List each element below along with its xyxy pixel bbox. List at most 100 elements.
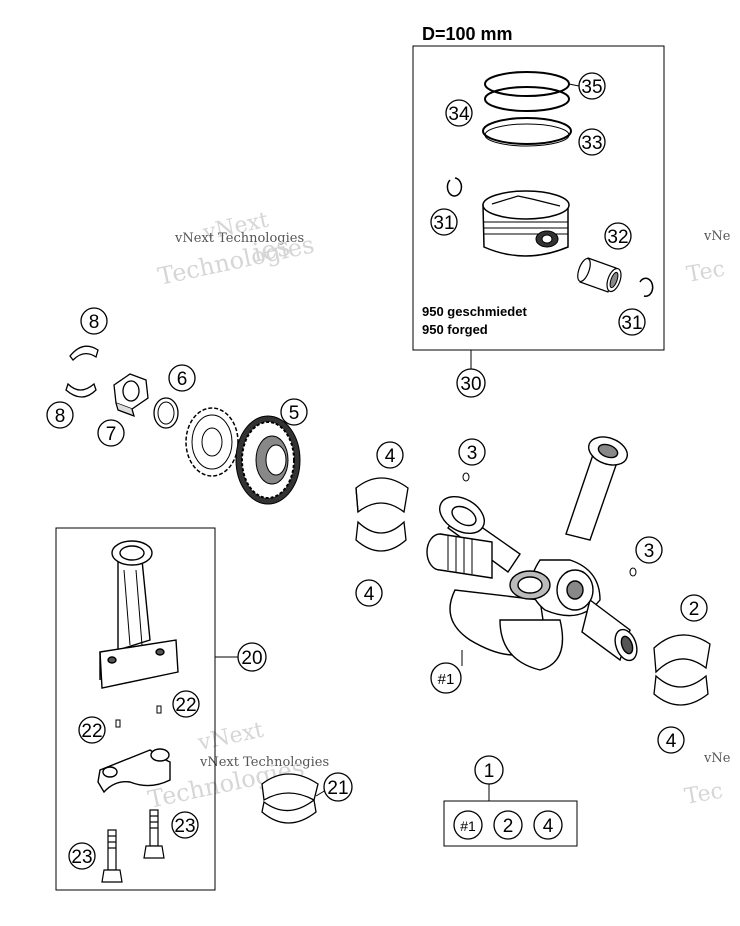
svg-text:20: 20 [241, 648, 262, 669]
callout-31-bottom: 31 [618, 308, 646, 336]
kit-item-2: 2 [493, 810, 523, 840]
callout-3-top: 3 [458, 438, 486, 466]
watermark-right: vNe Tec vNe Tec [683, 229, 731, 810]
callout-7: 7 [97, 419, 125, 447]
svg-text:4: 4 [364, 584, 375, 605]
callout-31-top: 31 [430, 208, 458, 236]
callout-23-left: 23 [68, 842, 96, 870]
callout-22-right: 22 [172, 690, 200, 718]
callout-4-right: 4 [657, 726, 685, 754]
bearing-shell-8-lower-icon [65, 382, 97, 398]
rod-bolt-right-icon [143, 809, 165, 859]
svg-text:vNext Technologies: vNext Technologies [199, 755, 329, 770]
dowel-pin-upper-icon [462, 472, 470, 482]
callout-5: 5 [280, 398, 308, 426]
callout-4-left: 4 [355, 579, 383, 607]
bore-label: D=100 mm [422, 24, 513, 44]
callout-6: 6 [168, 364, 196, 392]
watermark-top: vNext vNext Technologies Technologies ie… [155, 208, 316, 291]
forged-label-de: 950 geschmiedet [422, 304, 527, 319]
svg-text:Tec: Tec [683, 779, 725, 810]
svg-text:30: 30 [460, 374, 481, 395]
rod-bearing-lower-icon [261, 798, 317, 824]
callout-8-top: 8 [80, 307, 108, 335]
svg-text:22: 22 [175, 695, 196, 716]
callout-8-bottom: 8 [46, 401, 74, 429]
svg-text:34: 34 [448, 104, 470, 125]
bearing-shell-8-upper-icon [69, 345, 99, 361]
piston-rings [482, 71, 572, 147]
callout-35: 35 [568, 72, 606, 100]
piston-kit-frame [412, 45, 665, 351]
svg-text:2: 2 [503, 816, 514, 837]
callout-30: 30 [456, 368, 486, 398]
svg-text:32: 32 [607, 227, 628, 248]
rod-bolt-left-icon [101, 829, 123, 883]
svg-text:4: 4 [385, 446, 396, 467]
conrod-kit-frame [55, 527, 216, 891]
svg-text:6: 6 [177, 369, 188, 390]
svg-text:33: 33 [581, 133, 602, 154]
svg-text:vNext Technologies: vNext Technologies [174, 231, 304, 246]
svg-text:5: 5 [289, 403, 300, 424]
svg-text:#1: #1 [460, 818, 476, 834]
svg-text:1: 1 [484, 761, 495, 782]
svg-text:4: 4 [543, 816, 554, 837]
svg-text:31: 31 [621, 313, 642, 334]
callout-3-right: 3 [635, 536, 663, 564]
trigger-wheel-icon [185, 407, 239, 477]
hex-nut-icon [113, 373, 149, 418]
main-bearing-upper-icon [355, 477, 409, 514]
callout-20: 20 [237, 642, 267, 672]
dowel-pin-right-icon [629, 567, 637, 577]
svg-text:35: 35 [581, 77, 602, 98]
callout-23-right: 23 [171, 811, 199, 839]
svg-text:8: 8 [55, 406, 66, 427]
main-bearing-right-upper-icon [653, 634, 711, 674]
svg-text:31: 31 [433, 213, 454, 234]
washer-icon [153, 397, 179, 429]
gear-icon [235, 415, 301, 505]
svg-text:23: 23 [71, 847, 92, 868]
dowel-22-right-icon [156, 705, 162, 714]
kit-item-h1: #1 [453, 810, 483, 840]
dowel-22-left-icon [115, 719, 121, 728]
callout-crank-h1: #1 [430, 662, 462, 694]
callout-4-top: 4 [376, 441, 404, 469]
connecting-rod-icon [99, 540, 179, 689]
svg-text:vNe: vNe [703, 229, 731, 244]
callout-21: 21 [323, 772, 353, 802]
svg-text:Tec: Tec [685, 257, 727, 288]
circlip-right-icon [639, 277, 654, 298]
watermark-middle: vNext vNext Technologies Technologies [145, 718, 329, 814]
svg-text:8: 8 [89, 312, 100, 333]
rod-cap-icon [97, 748, 171, 794]
kit-contents-frame [443, 800, 578, 847]
callout-2: 2 [680, 594, 708, 622]
svg-text:23: 23 [174, 816, 195, 837]
callout-22-left: 22 [78, 716, 106, 744]
circlip-left-icon [446, 177, 463, 197]
piston-icon [482, 190, 570, 257]
svg-text:22: 22 [81, 721, 102, 742]
svg-text:3: 3 [467, 443, 478, 464]
svg-text:4: 4 [666, 731, 677, 752]
svg-text:3: 3 [644, 541, 655, 562]
callout-34: 34 [445, 99, 473, 127]
svg-text:vNext: vNext [195, 718, 266, 756]
callout-33: 33 [578, 128, 606, 156]
svg-text:21: 21 [327, 778, 348, 799]
kit-item-4: 4 [533, 810, 563, 840]
svg-text:2: 2 [689, 599, 700, 620]
svg-text:#1: #1 [438, 671, 455, 688]
forged-label-en: 950 forged [422, 322, 488, 337]
crankshaft-assembly-icon [426, 436, 638, 671]
callout-32: 32 [604, 222, 632, 250]
svg-text:vNe: vNe [703, 751, 731, 766]
main-bearing-lower-icon [355, 520, 407, 552]
callout-1: 1 [474, 755, 504, 785]
svg-text:7: 7 [106, 424, 117, 445]
rod-bearing-upper-icon [261, 773, 319, 802]
piston-pin-icon [577, 257, 622, 293]
